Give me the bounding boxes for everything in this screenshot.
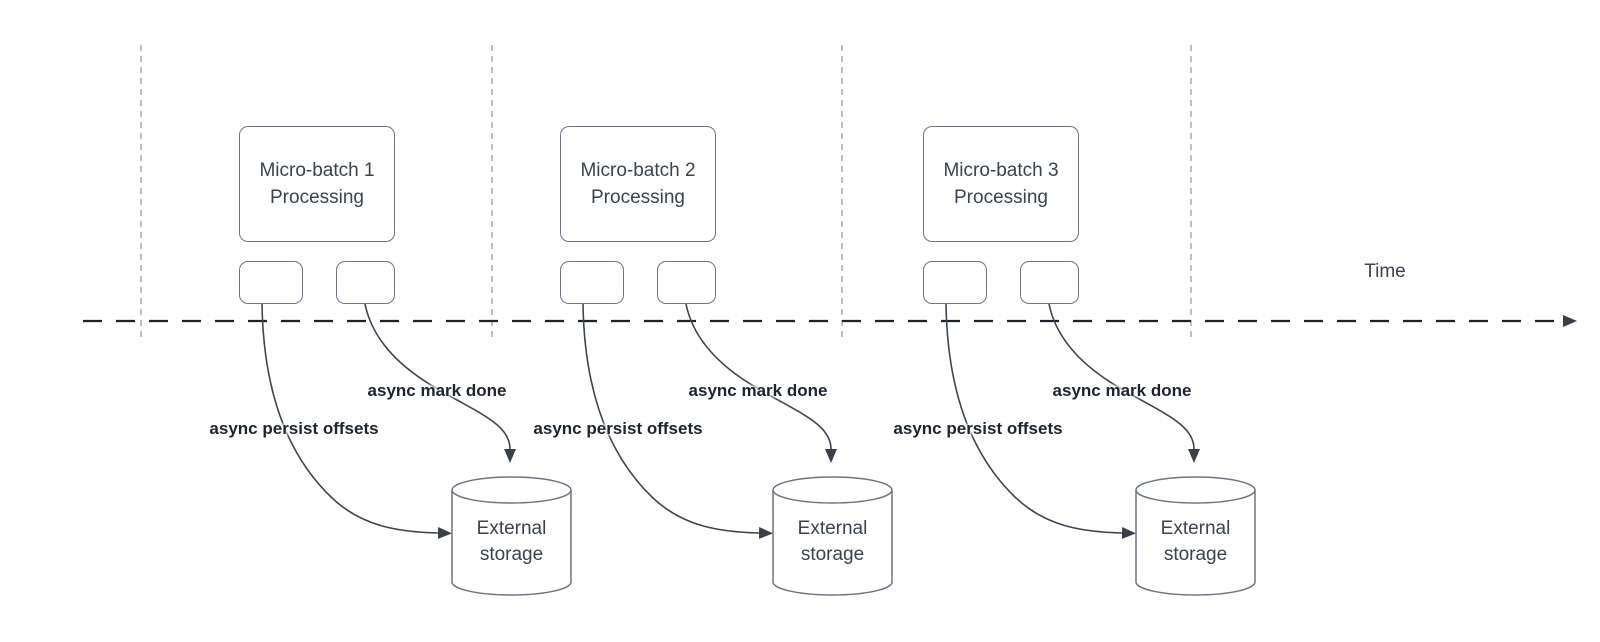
storage-cylinder-3 [1135,476,1256,596]
external-storage-label-3-line1: External [1160,518,1231,539]
persist-offsets-label-3: async persist offsets [893,419,1063,438]
mark-done-arrow-2 [685,303,837,463]
external-storage-label-2-line1: External [797,518,868,539]
mark-done-task-box-3 [1020,261,1079,304]
micro-batch-1-processing-box: Micro-batch 1 Processing [239,126,395,242]
mark-done-task-box-1 [336,261,395,304]
persist-offsets-arrow-3 [945,303,1136,539]
persist-task-box-1 [239,261,303,304]
micro-batch-1-subtitle: Processing [270,187,364,208]
micro-batch-2-name: Micro-batch 2 [580,160,696,181]
external-storage-label-3: External storage [1136,516,1255,568]
storage-cylinder-1 [451,476,572,596]
persist-offsets-label-2: async persist offsets [533,419,703,438]
persist-task-box-3 [923,261,987,304]
micro-batch-2-processing-box: Micro-batch 2 Processing [560,126,716,242]
time-axis-label: Time [1364,261,1406,282]
micro-batch-3-subtitle: Processing [954,187,1048,208]
micro-batch-1-name: Micro-batch 1 [259,160,375,181]
mark-done-arrow-1 [364,303,516,463]
external-storage-label-1-line1: External [476,518,547,539]
mark-done-label-2: async mark done [688,381,828,400]
persist-offsets-arrow-2 [582,303,773,539]
micro-batch-3-processing-box: Micro-batch 3 Processing [923,126,1079,242]
mark-done-label-1: async mark done [367,381,507,400]
mark-done-task-box-2 [657,261,716,304]
mark-done-arrow-3 [1048,303,1200,463]
external-storage-label-1-line2: storage [479,544,544,565]
persist-offsets-label-1: async persist offsets [209,419,379,438]
external-storage-label-2: External storage [773,516,892,568]
micro-batch-3-name: Micro-batch 3 [943,160,1059,181]
persist-task-box-2 [560,261,624,304]
external-storage-label-3-line2: storage [1163,544,1228,565]
external-storage-label-2-line2: storage [800,544,865,565]
persist-offsets-arrow-1 [261,303,452,539]
mark-done-label-3: async mark done [1052,381,1192,400]
micro-batch-2-subtitle: Processing [591,187,685,208]
external-storage-label-1: External storage [452,516,571,568]
storage-cylinder-2 [772,476,893,596]
